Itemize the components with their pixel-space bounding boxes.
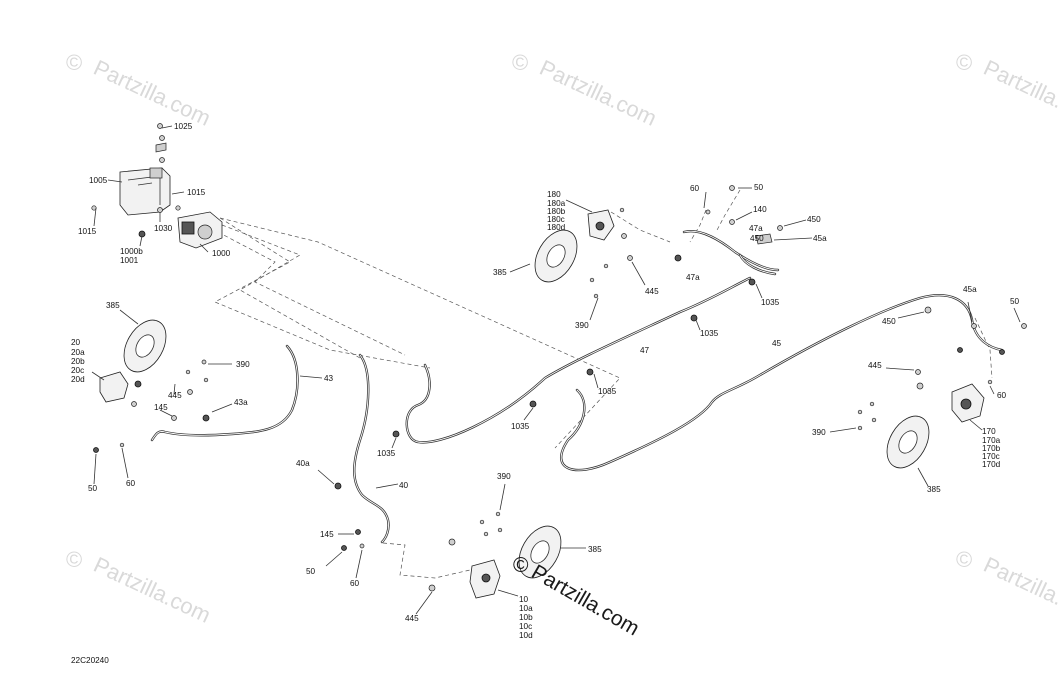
main-watermark-text: Partzilla.com: [528, 560, 644, 640]
watermark-text: Partzilla.com: [90, 55, 215, 131]
callout-40a: 40a: [296, 459, 310, 468]
watermark-text: Partzilla.com: [980, 552, 1060, 628]
callout-47a: 47a: [686, 273, 700, 282]
callout-43: 43: [324, 374, 334, 383]
callout-43a: 43a: [234, 398, 248, 407]
watermark-text: Partzilla.com: [980, 55, 1060, 131]
callout-40: 40: [399, 481, 409, 490]
callout-180b: 180b: [547, 207, 566, 216]
callout-180a: 180a: [547, 199, 566, 208]
callout-1035: 1035: [700, 329, 719, 338]
watermark-copyright-icon: ©: [512, 50, 528, 75]
rear-right-brake: [829, 301, 1027, 487]
callout-10c: 10c: [519, 622, 532, 631]
callout-1015: 1015: [78, 227, 97, 236]
callout-1035: 1035: [761, 298, 780, 307]
rear-left-brake: [317, 469, 586, 615]
callout-20c: 20c: [71, 366, 84, 375]
callout-170a: 170a: [982, 436, 1001, 445]
diagram-code: 22C20240: [71, 656, 109, 665]
callout-60: 60: [126, 479, 136, 488]
callout-1035: 1035: [511, 422, 530, 431]
callout-445: 445: [405, 614, 419, 623]
callout-10a: 10a: [519, 604, 533, 613]
callout-390: 390: [497, 472, 511, 481]
callout-50: 50: [1010, 297, 1020, 306]
callout-1000: 1000: [212, 249, 231, 258]
watermark-copyright-icon: ©: [956, 50, 972, 75]
callout-47a: 47a: [749, 224, 763, 233]
callout-1000b: 1000b: [120, 247, 143, 256]
callout-145: 145: [320, 530, 334, 539]
callout-1005: 1005: [89, 176, 108, 185]
callout-140: 140: [753, 205, 767, 214]
callout-50: 50: [88, 484, 98, 493]
callout-20: 20: [71, 338, 81, 347]
callout-45a: 45a: [963, 285, 977, 294]
callout-1030: 1030: [154, 224, 173, 233]
callout-170b: 170b: [982, 444, 1001, 453]
callout-385: 385: [588, 545, 602, 554]
callout-445: 445: [868, 361, 882, 370]
watermark-text: Partzilla.com: [90, 552, 215, 628]
callout-45a: 45a: [813, 234, 827, 243]
callout-50: 50: [306, 567, 316, 576]
callout-labels: 1025 1005 1015 1015 1030 1000b 1001 1000…: [71, 122, 1020, 640]
callout-170: 170: [982, 427, 996, 436]
callout-390: 390: [575, 321, 589, 330]
watermark-copyright-icon: ©: [956, 547, 972, 572]
dashed-guide-lines: [214, 189, 993, 579]
watermark-copyright-icon: ©: [66, 547, 82, 572]
callout-60: 60: [997, 391, 1007, 400]
callout-1015: 1015: [187, 188, 206, 197]
callout-390: 390: [236, 360, 250, 369]
callout-450: 450: [807, 215, 821, 224]
callout-10b: 10b: [519, 613, 533, 622]
abs-module-assembly: [91, 123, 223, 253]
callout-1025: 1025: [174, 122, 193, 131]
abs-connector: [181, 221, 195, 235]
callout-50: 50: [754, 183, 764, 192]
abs-motor-cap: [197, 224, 213, 240]
callout-20b: 20b: [71, 357, 85, 366]
watermark-copyright-icon: ©: [66, 50, 82, 75]
callout-1035: 1035: [377, 449, 396, 458]
callout-47: 47: [640, 346, 650, 355]
callout-20d: 20d: [71, 375, 85, 384]
callout-60: 60: [690, 184, 700, 193]
watermark-group: © Partzilla.com © Partzilla.com © Partzi…: [66, 50, 1060, 628]
callout-385: 385: [493, 268, 507, 277]
abs-bracket: [119, 167, 171, 216]
callout-445: 445: [168, 391, 182, 400]
callout-1001: 1001: [120, 256, 139, 265]
callout-170d: 170d: [982, 460, 1001, 469]
callout-180d: 180d: [547, 223, 566, 232]
front-right-brake: [509, 199, 646, 321]
watermark-text: Partzilla.com: [536, 55, 661, 131]
callout-450: 450: [882, 317, 896, 326]
callout-60: 60: [350, 579, 360, 588]
callout-10d: 10d: [519, 631, 533, 640]
callout-180: 180: [547, 190, 561, 199]
callout-450: 450: [750, 234, 764, 243]
callout-45: 45: [772, 339, 782, 348]
caliper-left: [99, 371, 129, 403]
callout-180c: 180c: [547, 215, 565, 224]
callout-170c: 170c: [982, 452, 1000, 461]
bracket-tab: [149, 167, 163, 179]
front-left-brake: [91, 309, 323, 485]
callout-1035: 1035: [598, 387, 617, 396]
main-watermark-copyright-icon: ©: [513, 554, 529, 577]
callout-20a: 20a: [71, 348, 85, 357]
callout-390: 390: [812, 428, 826, 437]
callout-385: 385: [927, 485, 941, 494]
brake-lines: [150, 230, 1004, 544]
top-right-fittings: [391, 185, 813, 449]
callout-145: 145: [154, 403, 168, 412]
callout-385: 385: [106, 301, 120, 310]
callout-10: 10: [519, 595, 529, 604]
callout-445: 445: [645, 287, 659, 296]
